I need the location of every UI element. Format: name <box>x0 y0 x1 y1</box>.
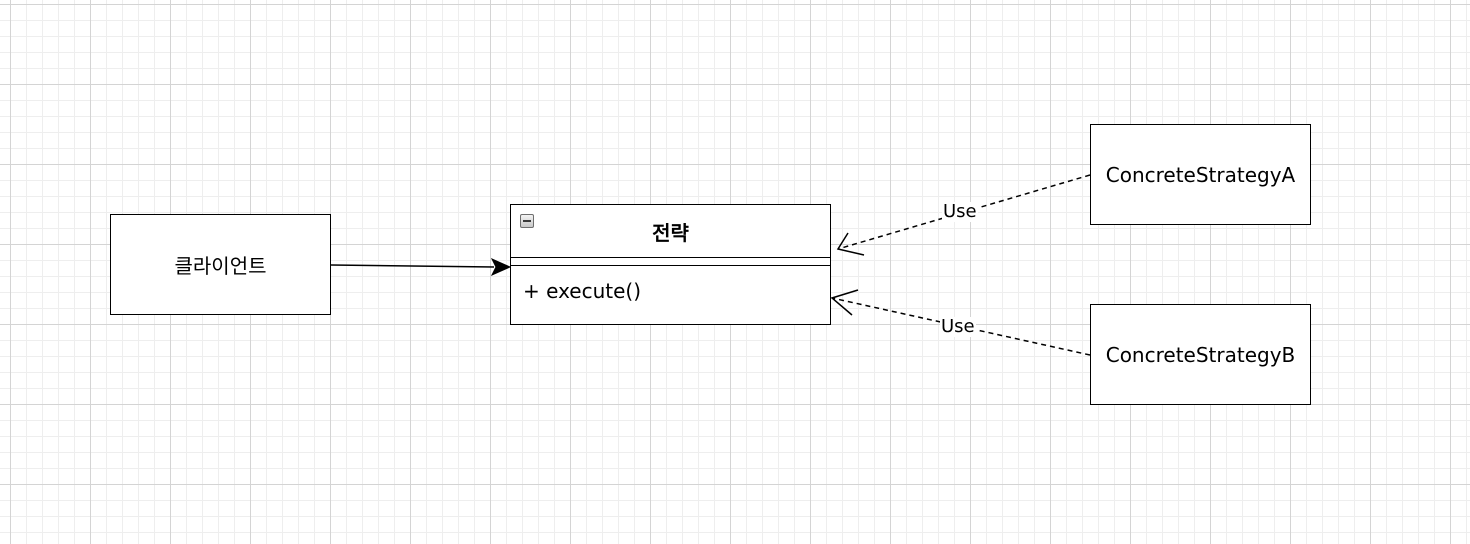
dependency-edge-b[interactable] <box>830 289 1091 356</box>
edge-label-use-b: Use <box>940 316 976 337</box>
method-execute[interactable]: + execute() <box>523 279 642 303</box>
class-header: 전략 <box>511 205 830 257</box>
strategy-class-node[interactable]: 전략 + execute() <box>510 204 831 325</box>
collapse-icon[interactable] <box>520 214 534 228</box>
association-edge[interactable] <box>330 257 512 277</box>
concrete-strategy-b-node[interactable]: ConcreteStrategyB <box>1090 304 1311 405</box>
open-arrow-head-b <box>830 289 859 316</box>
dependency-edge-a[interactable] <box>836 174 1091 256</box>
concrete-strategy-a-node[interactable]: ConcreteStrategyA <box>1090 124 1311 225</box>
open-arrow-head-a <box>836 232 865 256</box>
attributes-divider <box>511 257 830 258</box>
edge-label-use-a: Use <box>942 201 978 222</box>
concrete-strategy-b-label: ConcreteStrategyB <box>1105 342 1296 367</box>
client-node[interactable]: 클라이언트 <box>110 214 331 315</box>
class-name: 전략 <box>652 220 689 245</box>
filled-arrow-head <box>490 257 512 277</box>
client-label: 클라이언트 <box>174 254 267 278</box>
concrete-strategy-a-label: ConcreteStrategyA <box>1105 162 1296 187</box>
methods-divider <box>511 265 830 266</box>
